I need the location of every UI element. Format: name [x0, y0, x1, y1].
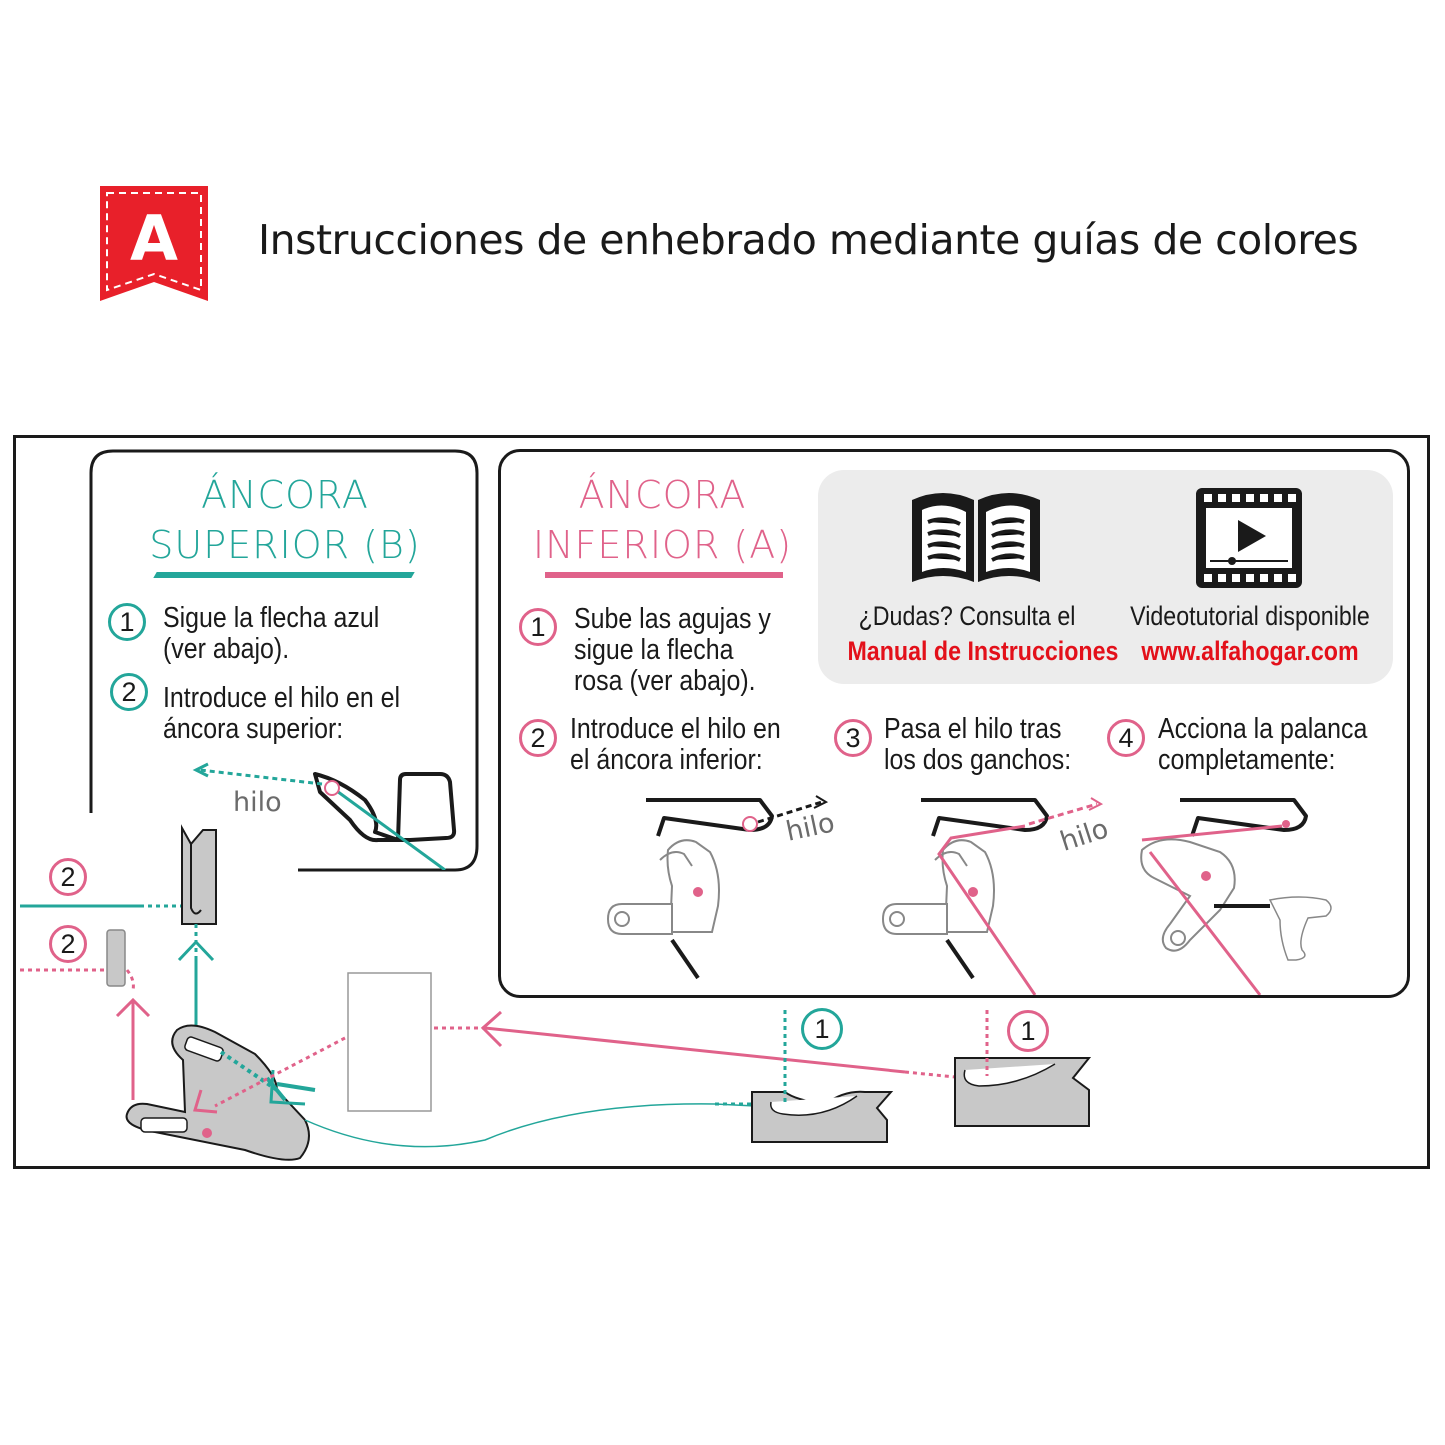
lower-step3-line1: Pasa el hilo tras: [884, 713, 1062, 745]
logo-letter: A: [130, 202, 178, 275]
lower-step1-line2: sigue la flecha: [574, 634, 734, 666]
lower-step2-line2: el áncora inferior:: [570, 744, 763, 776]
upper-step2-text: Introduce el hilo en el áncora superior:: [163, 683, 400, 745]
upper-step2-badge: 2: [110, 673, 148, 711]
lower-step2-text: Introduce el hilo en el áncora inferior:: [570, 714, 781, 776]
upper-step1-line1: Sigue la flecha azul: [163, 602, 380, 634]
film-play-icon: [1196, 488, 1302, 588]
lower-step3-badge: 3: [834, 719, 872, 757]
lower-step3-line2: los dos ganchos:: [884, 744, 1072, 776]
upper-title-line1: ÁNCORA: [201, 473, 369, 517]
lower-step1-text: Sube las agujas y sigue la flecha rosa (…: [574, 604, 771, 697]
upper-title-underline: [153, 572, 415, 578]
upper-step1-text: Sigue la flecha azul (ver abajo).: [163, 603, 379, 665]
lower-step4-line1: Acciona la palanca: [1158, 713, 1368, 745]
diagram-badge-pink-bottom: 1: [1007, 1010, 1049, 1052]
upper-step1-line2: (ver abajo).: [163, 633, 290, 665]
lower-step4-illustration: [1140, 798, 1332, 995]
instructions-frame: [13, 435, 1430, 1169]
lower-step3-illustration: [881, 797, 1104, 995]
threading-path-diagram: [20, 824, 1092, 1161]
upper-anchor-title: ÁNCORA SUPERIOR (B): [120, 470, 450, 570]
brand-logo: A: [100, 186, 208, 301]
video-text: Videotutorial disponible: [1130, 601, 1370, 631]
book-icon: [912, 493, 1040, 582]
lower-anchor-title: ÁNCORA INFERIOR (A): [500, 470, 825, 570]
lower-title-line1: ÁNCORA: [578, 473, 747, 517]
lower-step4-badge: 4: [1107, 719, 1145, 757]
lower-step2-badge: 2: [519, 719, 557, 757]
lower-title-underline: [545, 572, 783, 578]
diagram-badge-left-top: 2: [49, 858, 87, 896]
video-link[interactable]: www.alfahogar.com: [1141, 636, 1359, 666]
upper-anchor-illustration: [192, 762, 457, 870]
manual-link[interactable]: Manual de Instrucciones: [847, 636, 1119, 666]
upper-title-line2: SUPERIOR (B): [149, 523, 421, 567]
lower-step2-illustration: [606, 795, 829, 980]
lower-step4-line2: completamente:: [1158, 744, 1336, 776]
lower-step1-badge: 1: [519, 608, 557, 646]
upper-thread-label: hilo: [233, 787, 282, 818]
manual-question: ¿Dudas? Consulta el: [858, 601, 1076, 631]
lower-step1-line1: Sube las agujas y: [574, 603, 771, 635]
lower-step4-text: Acciona la palanca completamente:: [1158, 714, 1367, 776]
page-title: Instrucciones de enhebrado mediante guía…: [258, 216, 1359, 264]
upper-step2-line1: Introduce el hilo en el: [163, 682, 401, 714]
lower-step3-text: Pasa el hilo tras los dos ganchos:: [884, 714, 1071, 776]
lower-title-line2: INFERIOR (A): [532, 523, 793, 567]
lower-step1-line3: rosa (ver abajo).: [574, 665, 756, 697]
upper-step2-line2: áncora superior:: [163, 713, 344, 745]
lower-step2-line1: Introduce el hilo en: [570, 713, 781, 745]
upper-step1-badge: 1: [108, 603, 146, 641]
diagram-badge-teal-bottom: 1: [801, 1008, 843, 1050]
upper-panel-border: [89, 449, 479, 872]
diagram-badge-left-bottom: 2: [49, 925, 87, 963]
